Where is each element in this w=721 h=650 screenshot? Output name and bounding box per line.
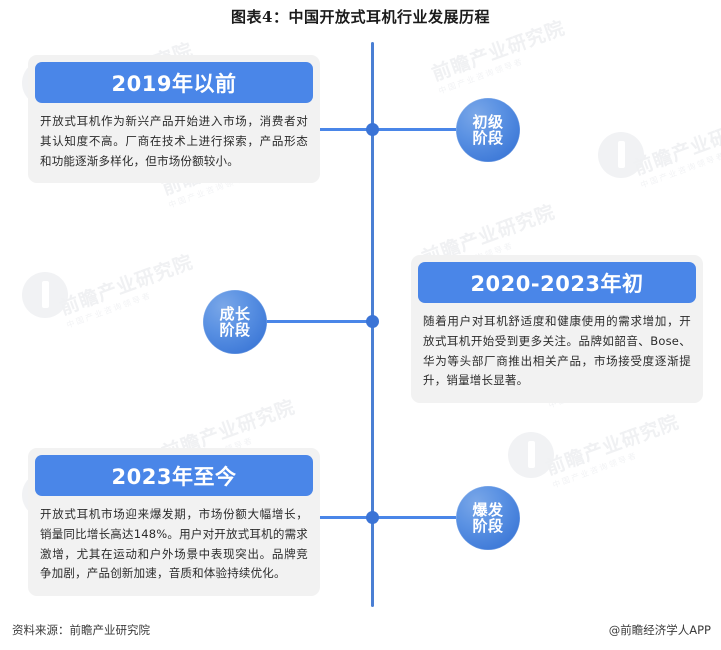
stage-period-1: 2019年以前	[35, 62, 313, 103]
stage-marker-1-line2: 阶段	[472, 129, 504, 147]
watermark-subtitle: 中国产业咨询领导者	[551, 450, 639, 490]
watermark-brand: 前瞻产业研究院中国产业咨询领导者	[630, 107, 721, 191]
source-note: 资料来源：前瞻产业研究院	[12, 623, 150, 637]
stage-marker-1[interactable]: 初级 阶段	[456, 98, 520, 162]
stage-card-3[interactable]: 2023年至今 开放式耳机市场迎来爆发期，市场份额大幅增长，销量同比增长高达14…	[28, 448, 320, 597]
watermark-subtitle: 中国产业咨询领导者	[437, 56, 525, 96]
stage-marker-3-line1: 爆发	[472, 500, 504, 519]
stage-marker-1-line1: 初级	[472, 112, 504, 131]
attribution-note: @前瞻经济学人APP	[608, 623, 711, 637]
watermark-logo	[22, 272, 68, 318]
watermark-logo-mark	[22, 272, 68, 318]
connector-stage-3	[320, 516, 456, 519]
watermark-brand: 前瞻产业研究院中国产业咨询领导者	[56, 247, 201, 331]
stage-marker-3-line2: 阶段	[472, 517, 504, 535]
page-title: 图表4：中国开放式耳机行业发展历程	[231, 8, 490, 26]
connector-stage-1	[320, 128, 456, 131]
watermark-text: 前瞻产业研究院中国产业咨询领导者	[57, 251, 198, 330]
watermark-logo-mark	[598, 132, 644, 178]
timeline-node-3	[366, 511, 379, 524]
watermark-logo-mark	[508, 432, 554, 478]
watermark-subtitle: 中国产业咨询领导者	[639, 150, 721, 190]
stage-period-3: 2023年至今	[35, 455, 313, 496]
watermark-logo	[508, 432, 554, 478]
connector-stage-2	[265, 320, 375, 323]
watermark-text: 前瞻产业研究院中国产业咨询领导者	[631, 111, 721, 190]
stage-marker-3[interactable]: 爆发 阶段	[456, 486, 520, 550]
watermark-brand: 前瞻产业研究院中国产业咨询领导者	[542, 407, 687, 491]
stage-marker-2-line2: 阶段	[219, 321, 251, 339]
timeline-node-1	[366, 123, 379, 136]
stage-description-3: 开放式耳机市场迎来爆发期，市场份额大幅增长，销量同比增长高达148%。用户对开放…	[40, 507, 308, 581]
stage-marker-2-line1: 成长	[219, 304, 251, 323]
watermark-text: 前瞻产业研究院中国产业咨询领导者	[543, 411, 684, 490]
stage-period-2: 2020-2023年初	[418, 262, 696, 303]
watermark-subtitle: 中国产业咨询领导者	[65, 290, 153, 330]
timeline-node-2	[366, 315, 379, 328]
stage-marker-2[interactable]: 成长 阶段	[203, 290, 267, 354]
watermark-logo	[598, 132, 644, 178]
stage-description-1: 开放式耳机作为新兴产品开始进入市场，消费者对其认知度不高。厂商在技术上进行探索，…	[40, 114, 308, 168]
stage-card-1[interactable]: 2019年以前 开放式耳机作为新兴产品开始进入市场，消费者对其认知度不高。厂商在…	[28, 55, 320, 184]
watermark-text: 前瞻产业研究院中国产业咨询领导者	[429, 17, 570, 96]
stage-card-2[interactable]: 2020-2023年初 随着用户对耳机舒适度和健康使用的需求增加，开放式耳机开始…	[411, 255, 703, 404]
stage-description-2: 随着用户对耳机舒适度和健康使用的需求增加，开放式耳机开始受到更多关注。品牌如韶音…	[423, 314, 691, 388]
